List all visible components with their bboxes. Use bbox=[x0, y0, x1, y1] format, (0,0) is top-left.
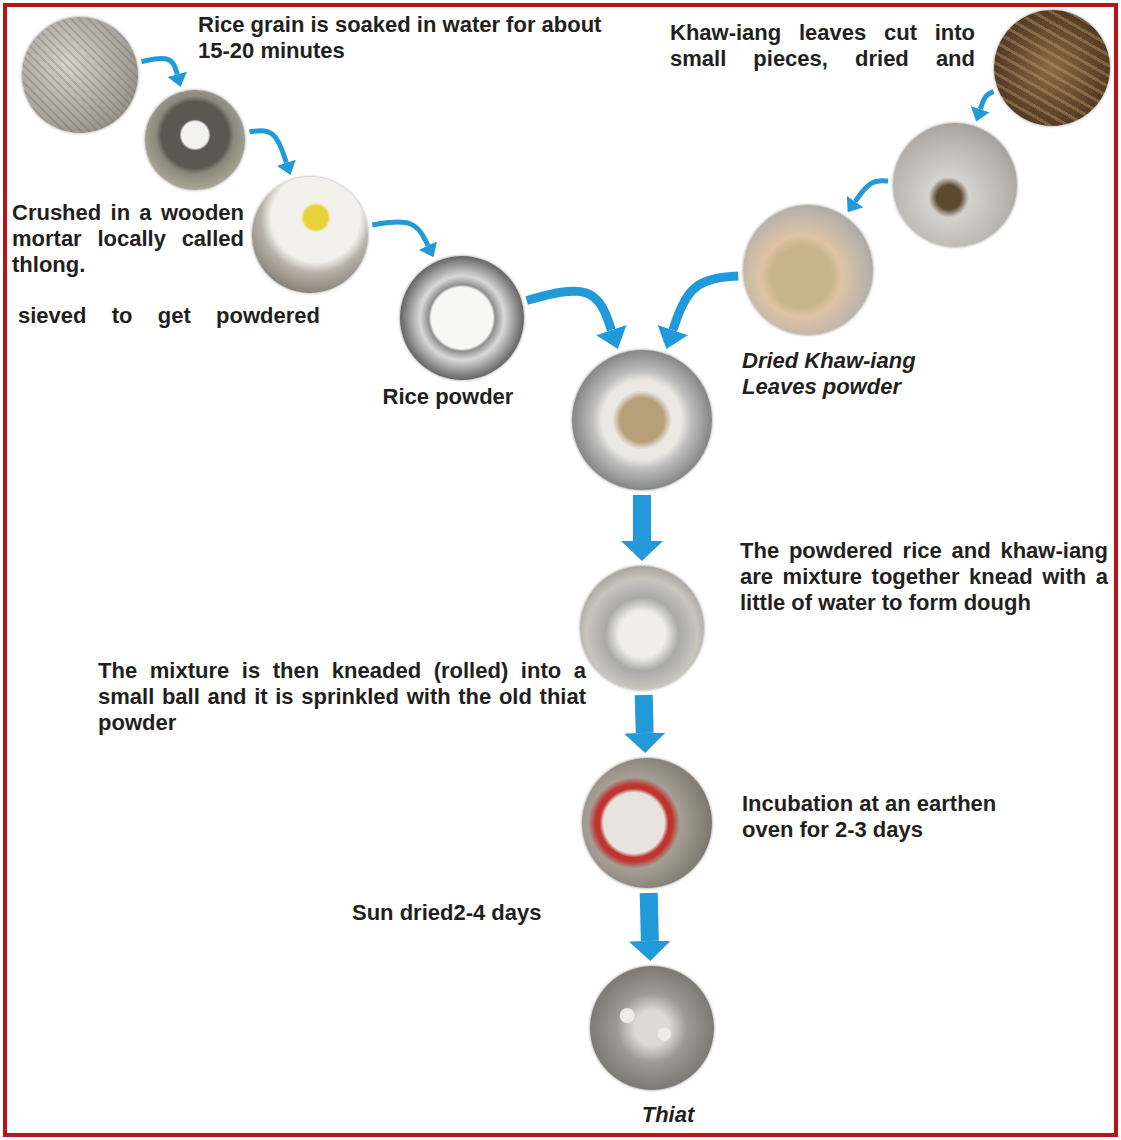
photo-circle: sieved to get powdered bbox=[252, 177, 368, 293]
flow-arrow bbox=[855, 181, 888, 202]
photo-circle: The powdered rice and khaw-iang are mixt… bbox=[572, 350, 712, 490]
photo-circle: The mixture is then kneaded (rolled) int… bbox=[580, 566, 704, 690]
step-caption: Rice grain is soaked in water for about … bbox=[198, 12, 618, 64]
photo-circle: Khaw-iang leaves cut into small pieces, … bbox=[994, 10, 1110, 126]
photo-circle: Sun dried2-4 daysThiat bbox=[590, 966, 714, 1090]
step-caption: Dried Khaw-iang Leaves powder bbox=[742, 348, 942, 400]
step-caption: Khaw-iang leaves cut into small pieces, … bbox=[670, 20, 975, 72]
step-caption: The powdered rice and khaw-iang are mixt… bbox=[740, 538, 1108, 616]
flow-arrow bbox=[633, 495, 651, 541]
photo-circle: Rice grain is soaked in water for about … bbox=[22, 17, 138, 133]
step-caption: sieved to get powdered bbox=[18, 303, 320, 329]
flow-arrow bbox=[649, 893, 650, 941]
flow-arrow bbox=[372, 222, 428, 246]
flow-arrow bbox=[142, 58, 178, 74]
photo-circle: Crushed in a wooden mortar locally calle… bbox=[145, 90, 245, 190]
flow-arrow bbox=[249, 131, 286, 163]
photo-circle: Rice powder bbox=[400, 256, 524, 380]
flow-arrow bbox=[527, 291, 612, 330]
step-caption: Crushed in a wooden mortar locally calle… bbox=[12, 200, 244, 278]
flow-arrow bbox=[673, 276, 738, 330]
step-caption: The mixture is then kneaded (rolled) int… bbox=[98, 658, 586, 736]
page-border bbox=[5, 5, 1116, 1135]
flow-arrow bbox=[635, 695, 654, 733]
step-caption: Incubation at an earthen oven for 2-3 da… bbox=[742, 791, 1034, 843]
flow-arrow bbox=[980, 92, 993, 110]
photo-circle: Dried Khaw-iang Leaves powder bbox=[743, 205, 873, 335]
step-caption: Thiat bbox=[608, 1102, 728, 1128]
step-caption: Rice powder bbox=[363, 384, 533, 410]
step-caption: Sun dried2-4 days bbox=[352, 900, 582, 926]
photo-circle bbox=[893, 123, 1017, 247]
photo-circle: Incubation at an earthen oven for 2-3 da… bbox=[582, 758, 712, 888]
